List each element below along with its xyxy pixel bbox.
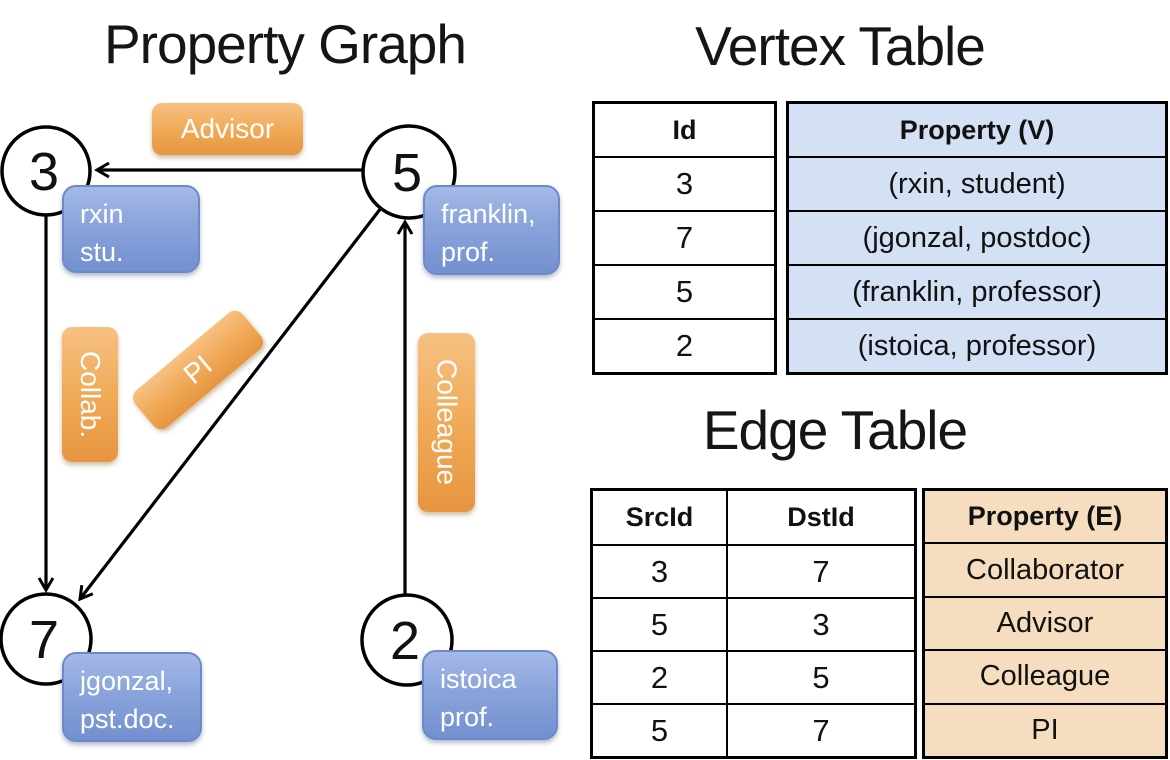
node-id-2: 2 [390,611,420,671]
vertex-box-line: jgonzal, [80,666,174,696]
vertex-box-rxin: rxin stu. [62,185,200,273]
vertex-box-line: franklin, [441,199,536,229]
vertex-box-line: prof. [441,237,496,267]
vertex-table-header-property: Property (V) [789,104,1165,156]
node-id-5: 5 [392,143,422,203]
edge-table-dst: 7 [726,703,914,756]
vertex-table-property: (istoica, professor) [789,318,1165,372]
node-ids: 3 5 7 2 [29,142,422,671]
node-id-3: 3 [29,142,59,202]
edge-table-header-src: SrcId [625,502,694,532]
edge-table-dst: 5 [726,650,914,703]
vertex-table-property-column: Property (V) (rxin, student) (jgonzal, p… [786,101,1168,375]
vertex-table-id: 2 [595,318,774,372]
vertex-box-istoica: istoica prof. [422,650,558,740]
node-id-7: 7 [29,610,59,670]
edge-table-src-dst-columns: SrcId DstId 3 7 5 3 2 5 5 7 [590,488,917,759]
edge-table-header-dst: DstId [726,491,914,544]
edge-table-header-property: Property (E) [925,491,1165,543]
vertex-table-id: 7 [595,210,774,264]
vertex-box-line: istoica [440,664,517,694]
edge-table-property: Advisor [925,595,1165,650]
edge-lines [37,161,414,602]
vertex-table-id-column: Id 3 7 5 2 [592,101,777,375]
vertex-table-property: (franklin, professor) [789,264,1165,318]
edge-table-title: Edge Table [702,399,968,461]
edge-table-src: 5 [593,597,726,650]
vertex-box-line: rxin [80,199,124,229]
vertex-table-property: (rxin, student) [789,156,1165,210]
edge-table-property: PI [925,702,1165,757]
vertex-box-franklin: franklin, prof. [423,185,560,275]
vertex-box-line: prof. [440,702,495,732]
edge-table-src: 3 [593,544,726,597]
vertex-table-id: 3 [595,156,774,210]
vertex-table-title: Vertex Table [695,15,986,77]
edge-table-property: Colleague [925,649,1165,703]
vertex-box-line: stu. [80,237,124,267]
vertex-box-jgonzal: jgonzal, pst.doc. [62,652,202,742]
edge-label-colleague: Colleague [418,333,475,512]
edge-label-advisor: Advisor [152,103,303,155]
edge-label-collab: Collab. [62,327,118,462]
vertex-table-property: (jgonzal, postdoc) [789,210,1165,264]
edge-table-src: 2 [593,650,726,703]
edge-pi-5-to-7 [78,207,383,602]
edge-table-src: 5 [593,703,726,756]
vertex-table-header-id: Id [672,114,697,145]
edge-table-dst: 7 [726,544,914,597]
vertex-box-line: pst.doc. [80,704,175,734]
edge-table-property-column: Property (E) Collaborator Advisor Collea… [922,488,1168,759]
vertex-table-id: 5 [595,264,774,318]
property-graph-title: Property Graph [103,13,467,75]
edge-table-dst: 3 [726,597,914,650]
edge-table-property: Collaborator [925,542,1165,596]
